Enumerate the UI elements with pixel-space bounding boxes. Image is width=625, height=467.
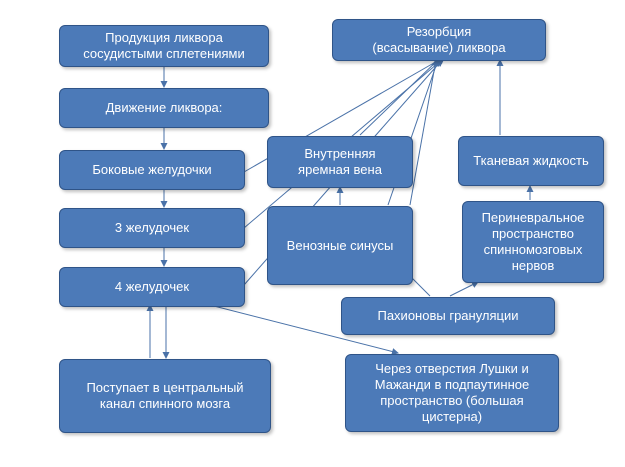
arrow-sinuses-to-resorption-2: [409, 59, 439, 206]
box-production-label: Продукция ликвора сосудистыми сплетениям…: [83, 30, 245, 61]
box-movement: Движение ликвора:: [59, 88, 269, 128]
box-jugular-vein: Внутренняя яремная вена: [267, 136, 413, 188]
box-luschka-label: Через отверстия Лушки и Мажанди в подпау…: [374, 361, 530, 424]
box-luschka-magendie: Через отверстия Лушки и Мажанди в подпау…: [345, 354, 559, 432]
box-venous-sinuses: Венозные синусы: [267, 206, 413, 285]
box-perineural-label: Периневральное пространство спинномозгов…: [481, 210, 585, 273]
box-production: Продукция ликвора сосудистыми сплетениям…: [59, 25, 269, 67]
box-third-label: 3 желудочек: [114, 220, 190, 235]
arrow-jugular-to-resorption: [359, 57, 441, 136]
box-central-canal-label: Поступает в центральный канал спинного м…: [86, 380, 244, 411]
box-fourth-label: 4 желудочек: [114, 279, 190, 294]
box-sinuses-label: Венозные синусы: [286, 237, 394, 253]
box-tissue-fluid: Тканевая жидкость: [458, 136, 604, 186]
box-tissue-fluid-label: Тканевая жидкость: [473, 153, 589, 168]
arrow-fourth-to-luschka: [209, 304, 399, 355]
arrow-pachion-to-perineural: [449, 281, 479, 297]
box-jugular-label: Внутренняя яремная вена: [298, 146, 382, 177]
box-third-ventricle: 3 желудочек: [59, 208, 245, 248]
box-perineural-space: Периневральное пространство спинномозгов…: [462, 201, 604, 283]
box-resorption-label: Резорбция (всасывание) ликвора: [372, 24, 506, 55]
box-fourth-ventricle: 4 желудочек: [59, 267, 245, 307]
box-pachion-granulations: Пахионовы грануляции: [341, 297, 555, 335]
box-lateral-label: Боковые желудочки: [92, 162, 212, 177]
box-resorption: Резорбция (всасывание) ликвора: [332, 19, 546, 61]
box-movement-label: Движение ликвора:: [105, 100, 223, 115]
box-central-canal: Поступает в центральный канал спинного м…: [59, 359, 271, 433]
box-lateral-ventricles: Боковые желудочки: [59, 150, 245, 190]
box-pachion-label: Пахионовы грануляции: [377, 308, 519, 323]
